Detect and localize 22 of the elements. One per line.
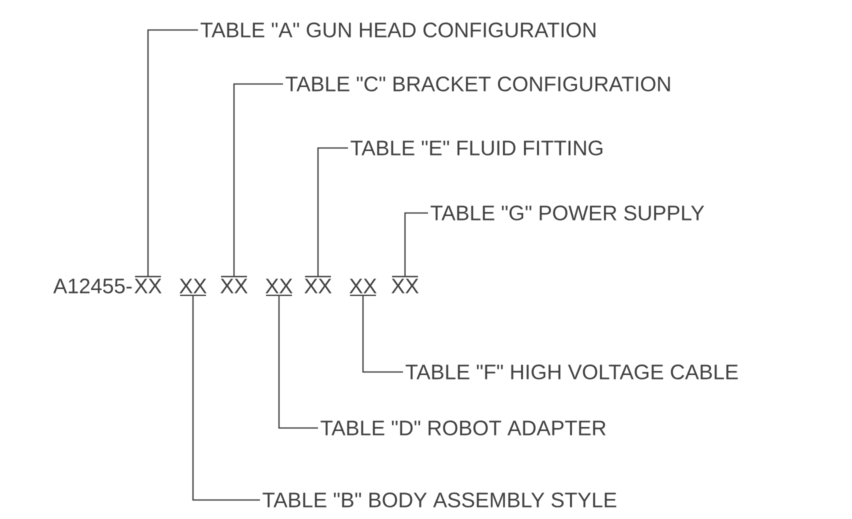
table-label: TABLE "D" ROBOT ADAPTER: [320, 420, 606, 436]
part-code: XX: [391, 278, 419, 294]
part-code: XX: [134, 278, 162, 294]
table-label: TABLE "C" BRACKET CONFIGURATION: [286, 76, 670, 92]
leader-line: [220, 83, 284, 278]
part-code: XX: [349, 278, 377, 294]
part-code: XX: [265, 278, 293, 294]
leader-line: [304, 147, 349, 278]
leader-line: [349, 294, 404, 373]
part-code: XX: [220, 278, 248, 294]
table-label: TABLE "E" FLUID FITTING: [350, 140, 602, 156]
part-code: XX: [304, 278, 332, 294]
table-label: TABLE "F" HIGH VOLTAGE CABLE: [406, 364, 738, 380]
table-label: TABLE "A" GUN HEAD CONFIGURATION: [200, 22, 596, 38]
table-label: TABLE "B" BODY ASSEMBLY STYLE: [262, 492, 616, 508]
leader-line: [134, 29, 199, 278]
leader-line: [391, 212, 429, 278]
leader-line: [179, 294, 261, 501]
part-number-prefix: A12455-: [53, 278, 132, 294]
table-label: TABLE "G" POWER SUPPLY: [430, 206, 704, 220]
part-code: XX: [179, 278, 207, 294]
leader-line: [265, 294, 319, 429]
